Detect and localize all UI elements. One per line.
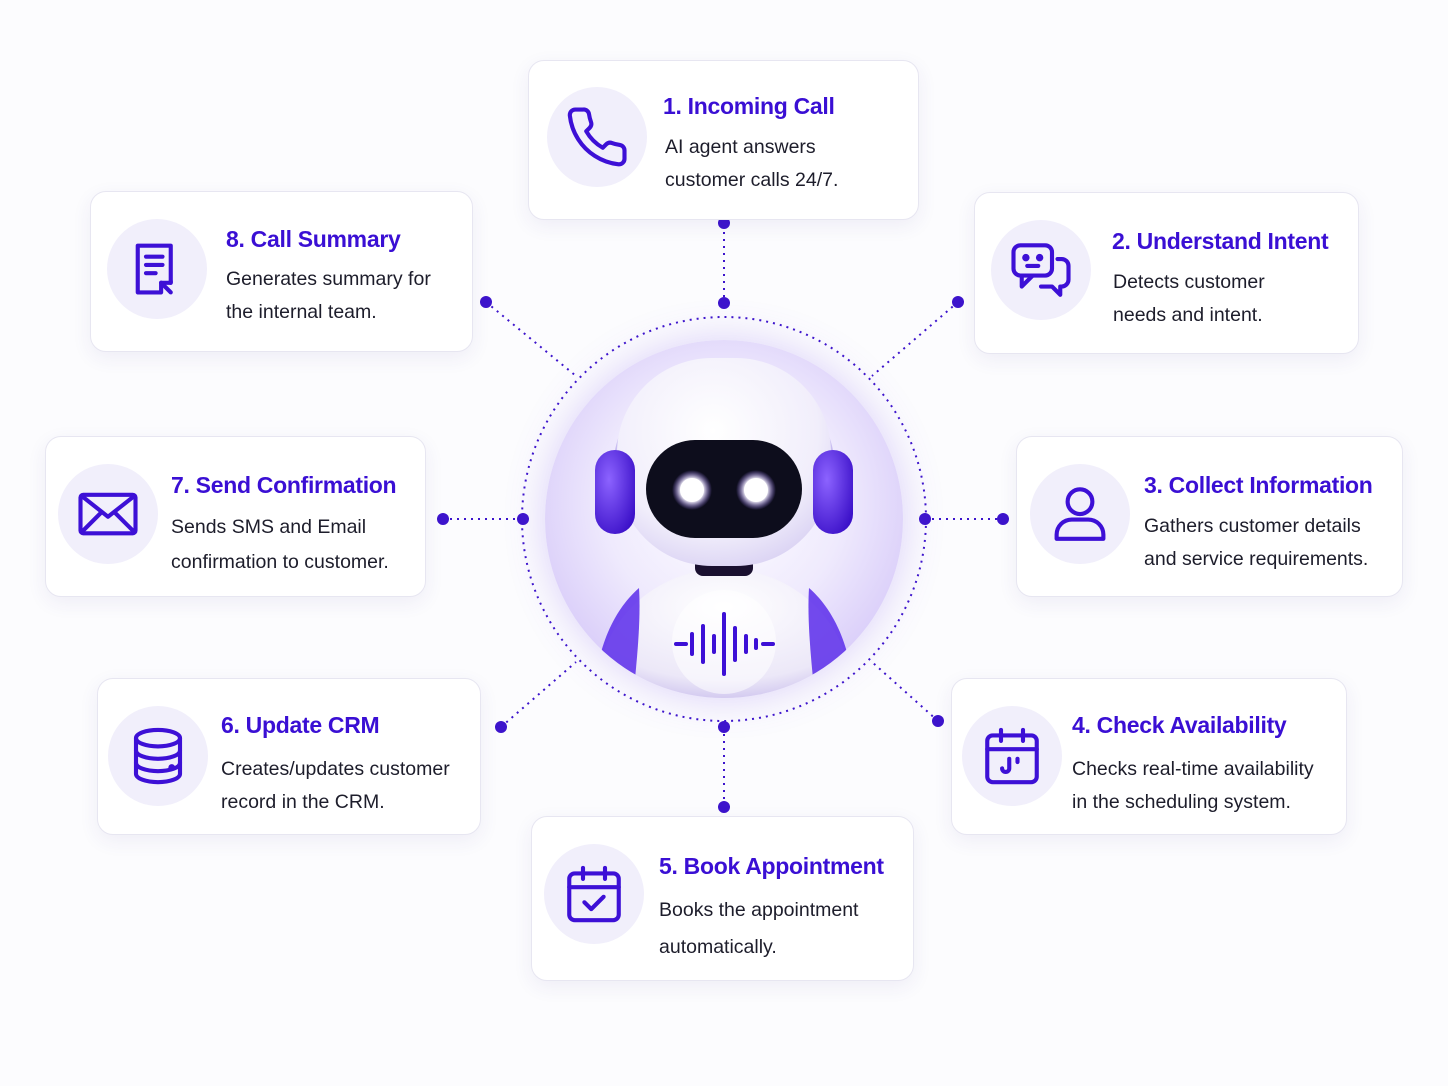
calendar-check-icon xyxy=(567,865,621,923)
step-card-check-availability: 4. Check Availability Checks real-time a… xyxy=(951,678,1347,835)
step-title: 7. Send Confirmation xyxy=(171,472,397,498)
connector-dot xyxy=(495,721,507,733)
document-icon xyxy=(135,243,173,295)
database-icon xyxy=(133,727,183,785)
connector-dot xyxy=(718,217,730,229)
connector-dot xyxy=(480,296,492,308)
step-description: AI agent answers customer calls 24/7. xyxy=(665,136,839,191)
user-icon xyxy=(1054,487,1106,541)
connector-line-4 xyxy=(871,661,939,722)
step-card-collect-information: 3. Collect Information Gathers customer … xyxy=(1016,436,1403,597)
step-card-book-appointment: 5. Book Appointment Books the appointmen… xyxy=(531,816,914,981)
connector-dot xyxy=(718,801,730,813)
step-card-update-crm: 6. Update CRM Creates/updates customer r… xyxy=(97,678,481,835)
step-description: Creates/updates customer record in the C… xyxy=(221,758,450,813)
step-title: 6. Update CRM xyxy=(221,712,380,738)
chat-bubbles-icon xyxy=(1011,243,1071,297)
step-title: 5. Book Appointment xyxy=(659,853,884,879)
ai-robot-headset-icon xyxy=(595,358,853,698)
phone-icon xyxy=(567,107,627,167)
step-description: Sends SMS and Email confirmation to cust… xyxy=(171,516,389,573)
step-title: 4. Check Availability xyxy=(1072,712,1287,738)
ai-agent-hub xyxy=(545,340,903,698)
step-description: Generates summary for the internal team. xyxy=(226,268,431,323)
step-title: 8. Call Summary xyxy=(226,226,401,252)
sound-wave-icon xyxy=(674,612,775,676)
step-card-understand-intent: 2. Understand Intent Detects customer ne… xyxy=(974,192,1359,354)
connector-dot xyxy=(997,513,1009,525)
step-description: Checks real-time availability in the sch… xyxy=(1072,758,1314,813)
connector-dot xyxy=(932,715,944,727)
envelope-icon xyxy=(78,492,138,536)
connector-line-6 xyxy=(500,661,577,728)
connector-dot xyxy=(437,513,449,525)
step-title: 2. Understand Intent xyxy=(1112,228,1329,254)
step-description: Detects customer needs and intent. xyxy=(1113,271,1265,326)
step-description: Books the appointment automatically. xyxy=(659,899,859,958)
step-title: 1. Incoming Call xyxy=(663,93,835,119)
step-description: Gathers customer details and service req… xyxy=(1144,515,1369,570)
connector-dot xyxy=(718,721,730,733)
connector-dot xyxy=(919,513,931,525)
connector-line-2 xyxy=(871,301,959,377)
step-card-send-confirmation: 7. Send Confirmation Sends SMS and Email… xyxy=(45,436,426,597)
connector-dot xyxy=(952,296,964,308)
connector-dot xyxy=(517,513,529,525)
connector-dot xyxy=(718,297,730,309)
step-card-call-summary: 8. Call Summary Generates summary for th… xyxy=(90,191,473,352)
step-card-incoming-call: 1. Incoming Call AI agent answers custom… xyxy=(528,60,919,220)
step-title: 3. Collect Information xyxy=(1144,472,1373,498)
calendar-icon xyxy=(985,727,1039,785)
